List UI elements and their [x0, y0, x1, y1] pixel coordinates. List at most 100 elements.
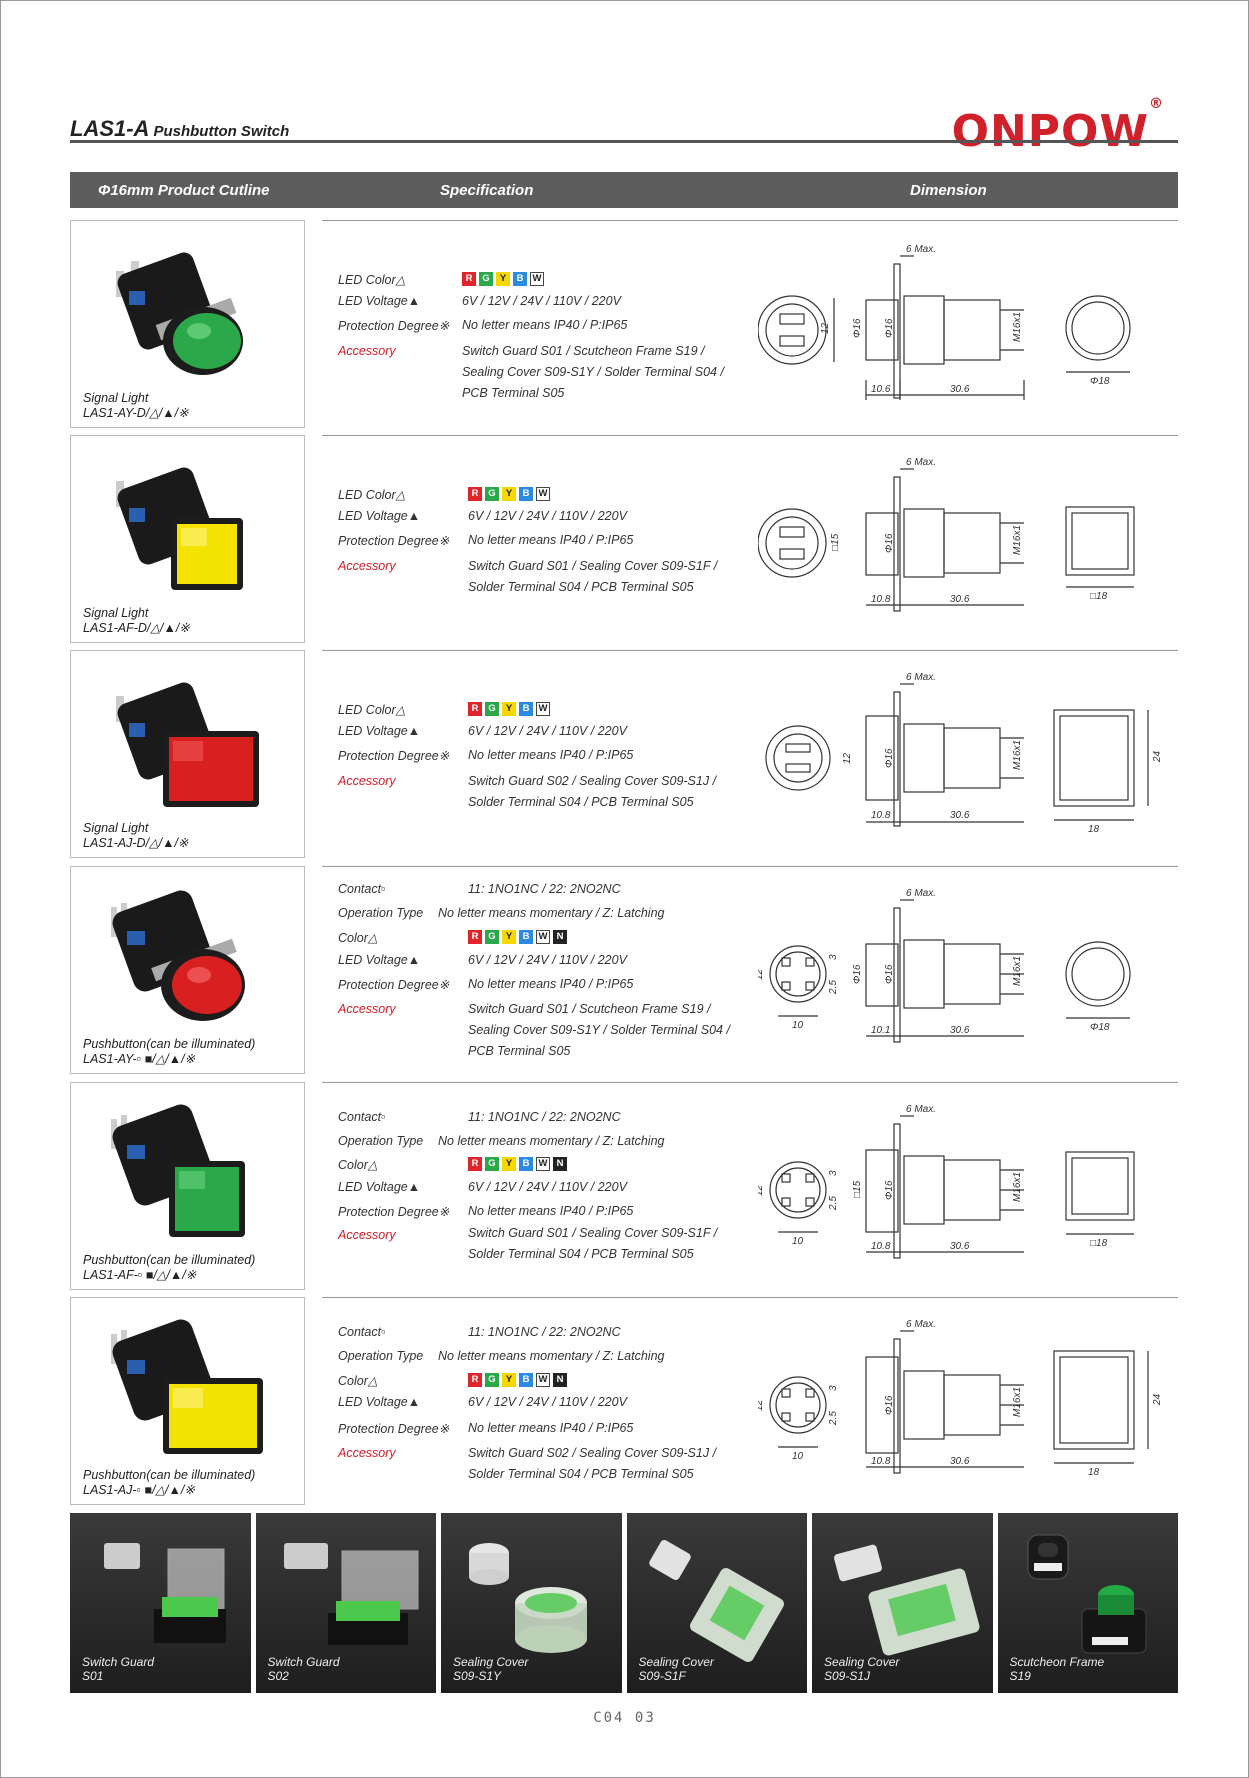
dimension-drawing: 6 Max. 12 10 3 2.5 Φ16 Φ16 M16x1 10.1 30… — [758, 888, 1131, 1043]
accessory-line: Sealing Cover S09-S1Y / Solder Terminal … — [462, 365, 724, 379]
dim-label: 12 — [758, 1399, 765, 1411]
sealing-cover-icon — [469, 1543, 587, 1653]
dim-label: □15 — [830, 533, 841, 551]
dim-label: Φ16 — [852, 964, 863, 984]
dim-label: 10.8 — [871, 1241, 891, 1252]
led-voltage-value: 6V / 12V / 24V / 110V / 220V — [468, 724, 627, 738]
dim-label: Φ16 — [852, 318, 863, 338]
dim-label: Φ16 — [884, 1395, 895, 1415]
switch-guard-icon — [104, 1543, 226, 1643]
operation-label: Operation Type — [338, 1349, 424, 1363]
led-voltage-label: LED Voltage▲ — [338, 1180, 421, 1194]
scutcheon-frame-icon — [1027, 1534, 1146, 1654]
dim-label: M16x1 — [1012, 312, 1023, 342]
contact-value: 11: 1NO1NC / 22: 2NO2NC — [468, 1325, 621, 1339]
brand-logo: ONPOW® — [951, 96, 1164, 157]
accessory-line: PCB Terminal S05 — [468, 1044, 571, 1058]
contact-value: 11: 1NO1NC / 22: 2NO2NC — [468, 882, 621, 896]
title-divider — [70, 140, 1178, 143]
dim-label: 2.5 — [828, 1196, 839, 1211]
led-voltage-value: 6V / 12V / 24V / 110V / 220V — [462, 294, 621, 308]
protection-value: No letter means IP40 / P:IP65 — [468, 1421, 634, 1435]
dim-label: Φ16 — [884, 748, 895, 768]
dim-label: Φ16 — [884, 533, 895, 553]
dim-label: M16x1 — [1012, 740, 1023, 770]
dim-label: 10 — [792, 1020, 804, 1031]
dim-label: 3 — [828, 954, 839, 960]
accessory-line: Solder Terminal S04 / PCB Terminal S05 — [468, 795, 694, 809]
sealing-cover-icon — [648, 1539, 784, 1662]
accessory-line: Solder Terminal S04 / PCB Terminal S05 — [468, 1247, 694, 1261]
dimension-drawing: 6 Max. 12 10 3 2.5 □15 Φ16 M16x1 10.8 30… — [758, 1104, 1135, 1259]
dim-label: M16x1 — [1012, 525, 1023, 555]
contact-label: Contact▫ — [338, 1110, 386, 1124]
led-color-label: LED Color△ — [338, 703, 406, 717]
accessory-label: Accessory — [338, 559, 396, 573]
protection-label: Protection Degree※ — [338, 749, 450, 763]
dim-label: 30.6 — [950, 1025, 970, 1036]
dim-label: 12 — [820, 322, 831, 334]
product-photo: Pushbutton(can be illuminated)LAS1-AY-▫ … — [70, 866, 305, 1074]
product-row-4: Pushbutton(can be illuminated)LAS1-AY-▫ … — [70, 866, 1178, 1074]
accessory-line: Switch Guard S02 / Sealing Cover S09-S1J… — [468, 774, 717, 788]
dim-top-label: 6 Max. — [906, 457, 936, 468]
dim-top-label: 6 Max. — [906, 672, 936, 683]
product-caption: Pushbutton(can be illuminated)LAS1-AF-▫ … — [83, 1253, 256, 1282]
dim-label: 10.8 — [871, 1456, 891, 1467]
column-outline: Φ16mm Product Cutline — [98, 182, 270, 199]
dim-label: M16x1 — [1012, 1387, 1023, 1417]
led-voltage-label: LED Voltage▲ — [338, 724, 421, 738]
dim-label: Φ18 — [1090, 1022, 1110, 1033]
protection-value: No letter means IP40 / P:IP65 — [462, 318, 628, 332]
accessory-line: Switch Guard S01 / Sealing Cover S09-S1F… — [468, 1226, 718, 1240]
dim-label: Φ18 — [1090, 376, 1110, 387]
product-caption: Pushbutton(can be illuminated)LAS1-AY-▫ … — [83, 1037, 256, 1066]
dim-label: 30.6 — [950, 1241, 970, 1252]
dim-top-label: 6 Max. — [906, 244, 936, 255]
dimension-drawing: 6 Max. 12 10 3 2.5 Φ16 M16x1 10.8 30.6 1… — [758, 1319, 1163, 1478]
product-row-5: Pushbutton(can be illuminated)LAS1-AF-▫ … — [70, 1082, 1178, 1290]
round-red-pushbutton-icon — [111, 890, 245, 1021]
dimension-drawing: 6 Max. □15 Φ16 M16x1 10.8 30.6 □18 — [758, 457, 1135, 612]
dim-label: 12 — [842, 752, 853, 764]
protection-label: Protection Degree※ — [338, 1205, 450, 1219]
dim-label: 30.6 — [950, 810, 970, 821]
dim-label: □15 — [852, 1180, 863, 1198]
dim-label: 24 — [1152, 750, 1163, 763]
led-voltage-label: LED Voltage▲ — [338, 1395, 421, 1409]
round-green-signal-light-icon — [116, 252, 243, 375]
dim-label: Φ16 — [884, 318, 895, 338]
product-caption: Pushbutton(can be illuminated)LAS1-AJ-▫ … — [83, 1468, 256, 1497]
dim-top-label: 6 Max. — [906, 1104, 936, 1115]
accessory-label: Accessory — [338, 1446, 396, 1460]
protection-label: Protection Degree※ — [338, 1422, 450, 1436]
contact-label: Contact▫ — [338, 1325, 386, 1339]
dim-top-label: 6 Max. — [906, 1319, 936, 1330]
operation-label: Operation Type — [338, 1134, 424, 1148]
dim-label: 10.6 — [871, 384, 891, 395]
accessory-line: Switch Guard S02 / Sealing Cover S09-S1J… — [468, 1446, 717, 1460]
dimension-drawing: 6 Max. 12 Φ16 Φ16 M16x1 10.6 30.6 Φ18 — [758, 244, 1131, 400]
square-yellow-signal-light-icon — [116, 467, 243, 590]
dim-label: 10 — [792, 1236, 804, 1247]
accessory-line: Switch Guard S01 / Sealing Cover S09-S1F… — [468, 559, 718, 573]
dim-label: M16x1 — [1012, 956, 1023, 986]
dimension-drawing: 6 Max. 12 Φ16 M16x1 10.8 30.6 18 24 — [765, 672, 1163, 835]
operation-label: Operation Type — [338, 906, 424, 920]
accessory-label: Accessory — [338, 1002, 396, 1016]
dim-label: 2.5 — [828, 1411, 839, 1426]
dim-label: □18 — [1090, 1238, 1108, 1249]
dim-label: 10.1 — [871, 1025, 890, 1036]
